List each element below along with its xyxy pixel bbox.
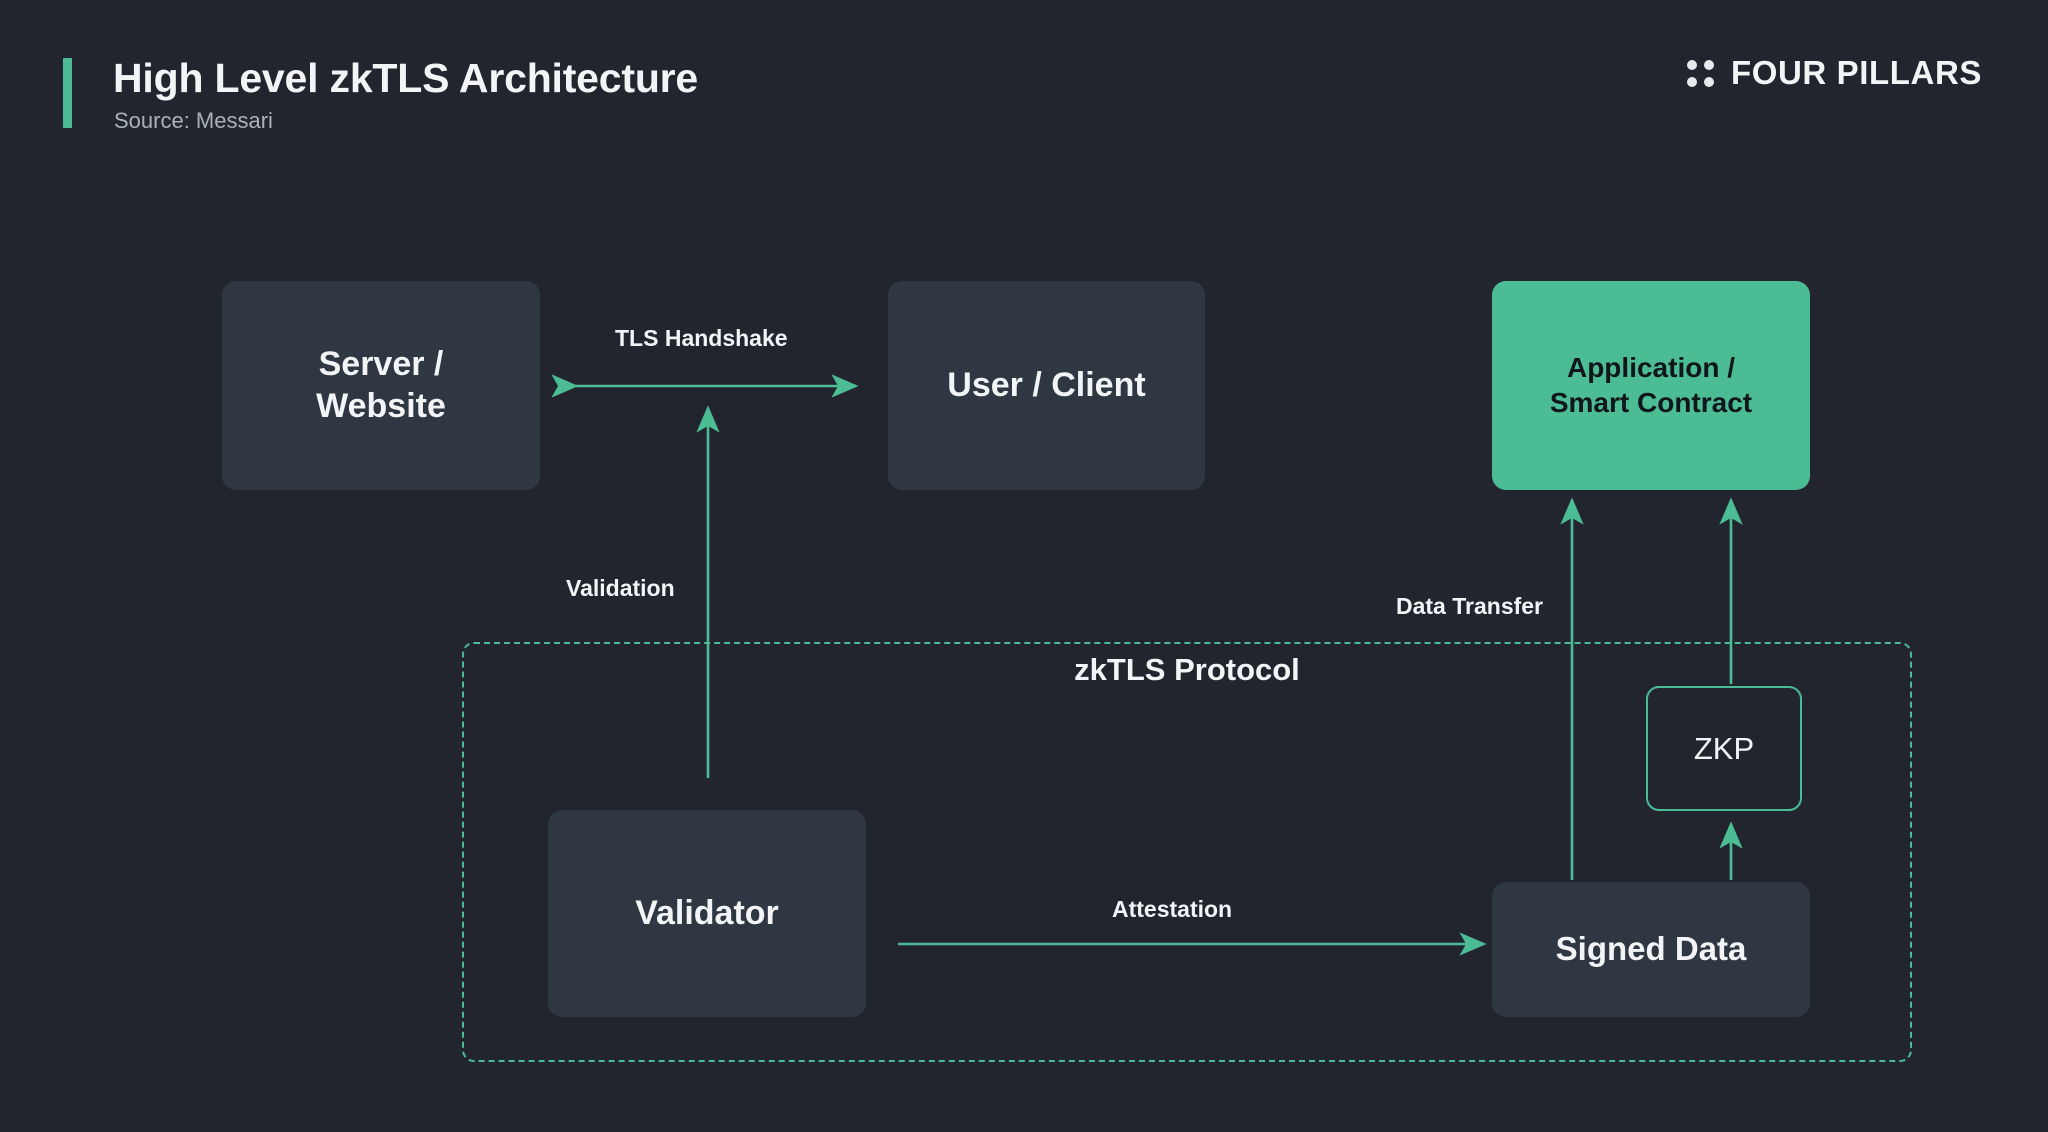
page-header: High Level zkTLS Architecture Source: Me… — [0, 0, 2048, 170]
node-label: User / Client — [947, 365, 1146, 404]
zktls-protocol-container — [462, 642, 1912, 1062]
node-server-website[interactable]: Server / Website — [222, 281, 540, 490]
node-label: Application / Smart Contract — [1549, 352, 1753, 418]
edge-label-tls-handshake: TLS Handshake — [615, 325, 788, 351]
node-label: ZKP — [1693, 730, 1755, 766]
node-label: Validator — [635, 893, 779, 932]
page-source-note: Source: Messari — [114, 108, 273, 133]
brand-name: FOUR PILLARS — [1730, 54, 1982, 91]
edge-label-data-transfer: Data Transfer — [1396, 593, 1544, 619]
edge-label-attestation: Attestation — [1112, 896, 1233, 922]
node-zkp[interactable]: ZKP — [1646, 686, 1802, 811]
node-validator[interactable]: Validator — [548, 810, 866, 1017]
node-user-client[interactable]: User / Client — [888, 281, 1205, 490]
title-accent-bar — [63, 58, 72, 128]
node-label: Server / Website — [316, 345, 446, 425]
page-title: High Level zkTLS Architecture — [113, 55, 699, 101]
node-label: Signed Data — [1555, 930, 1747, 968]
edge-label-validation: Validation — [566, 575, 675, 601]
node-signed-data[interactable]: Signed Data — [1492, 882, 1810, 1017]
node-application-smart-contract[interactable]: Application / Smart Contract — [1492, 281, 1810, 490]
brand-logo: FOUR PILLARS — [1686, 54, 1982, 92]
four-dots-icon — [1686, 59, 1714, 87]
zktls-protocol-label: zkTLS Protocol — [1074, 652, 1300, 687]
